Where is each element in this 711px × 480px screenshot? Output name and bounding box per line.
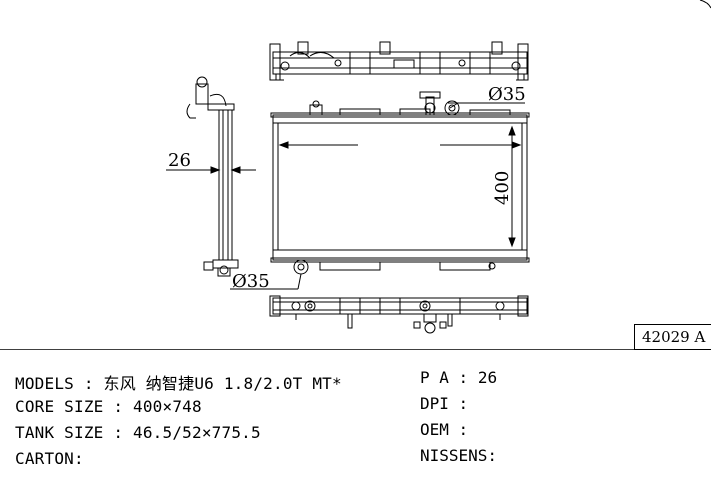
pa-value: 26 [477, 368, 498, 387]
models-label: MODELS [15, 374, 74, 393]
nissens-row: NISSENS: [420, 446, 497, 465]
corner-mark [699, 0, 711, 9]
carton-label: CARTON: [15, 449, 84, 468]
upper-pipe-diameter-label: Ø35 [488, 84, 526, 105]
spec-panel: MODELS : 东风 纳智捷U6 1.8/2.0T MT* CORE SIZE… [0, 350, 711, 480]
models-value: 东风 纳智捷U6 1.8/2.0T MT* [103, 374, 342, 393]
tank-size-row: TANK SIZE : 46.5/52×775.5 [15, 423, 261, 442]
tank-size-value: 46.5/52×775.5 [133, 423, 261, 442]
dpi-label: DPI [420, 394, 449, 413]
core-size-label: CORE SIZE [15, 397, 104, 416]
core-size-value: 400×748 [133, 397, 202, 416]
oem-label: OEM [420, 420, 449, 439]
core-size-row: CORE SIZE : 400×748 [15, 397, 202, 416]
radiator-technical-drawing: 26 Ø35 Ø35 400 [0, 0, 711, 350]
tank-size-label: TANK SIZE [15, 423, 104, 442]
oem-row: OEM : [420, 420, 478, 439]
top-tank-view [269, 41, 529, 81]
models-row: MODELS : 东风 纳智捷U6 1.8/2.0T MT* [15, 374, 342, 393]
bottom-tank-view [269, 295, 529, 334]
side-view [166, 76, 256, 277]
dpi-row: DPI : [420, 394, 478, 413]
carton-row: CARTON: [15, 449, 84, 468]
part-code: 42029 A [642, 328, 706, 346]
front-view [230, 91, 530, 290]
pa-label: P A [420, 368, 449, 387]
pa-row: P A : 26 [420, 368, 498, 387]
lower-pipe-diameter-label: Ø35 [232, 271, 270, 292]
part-code-box: 42029 A [634, 324, 711, 350]
thickness-dimension-label: 26 [168, 150, 191, 171]
nissens-label: NISSENS: [420, 446, 498, 465]
core-height-dimension-label: 400 [492, 171, 513, 205]
